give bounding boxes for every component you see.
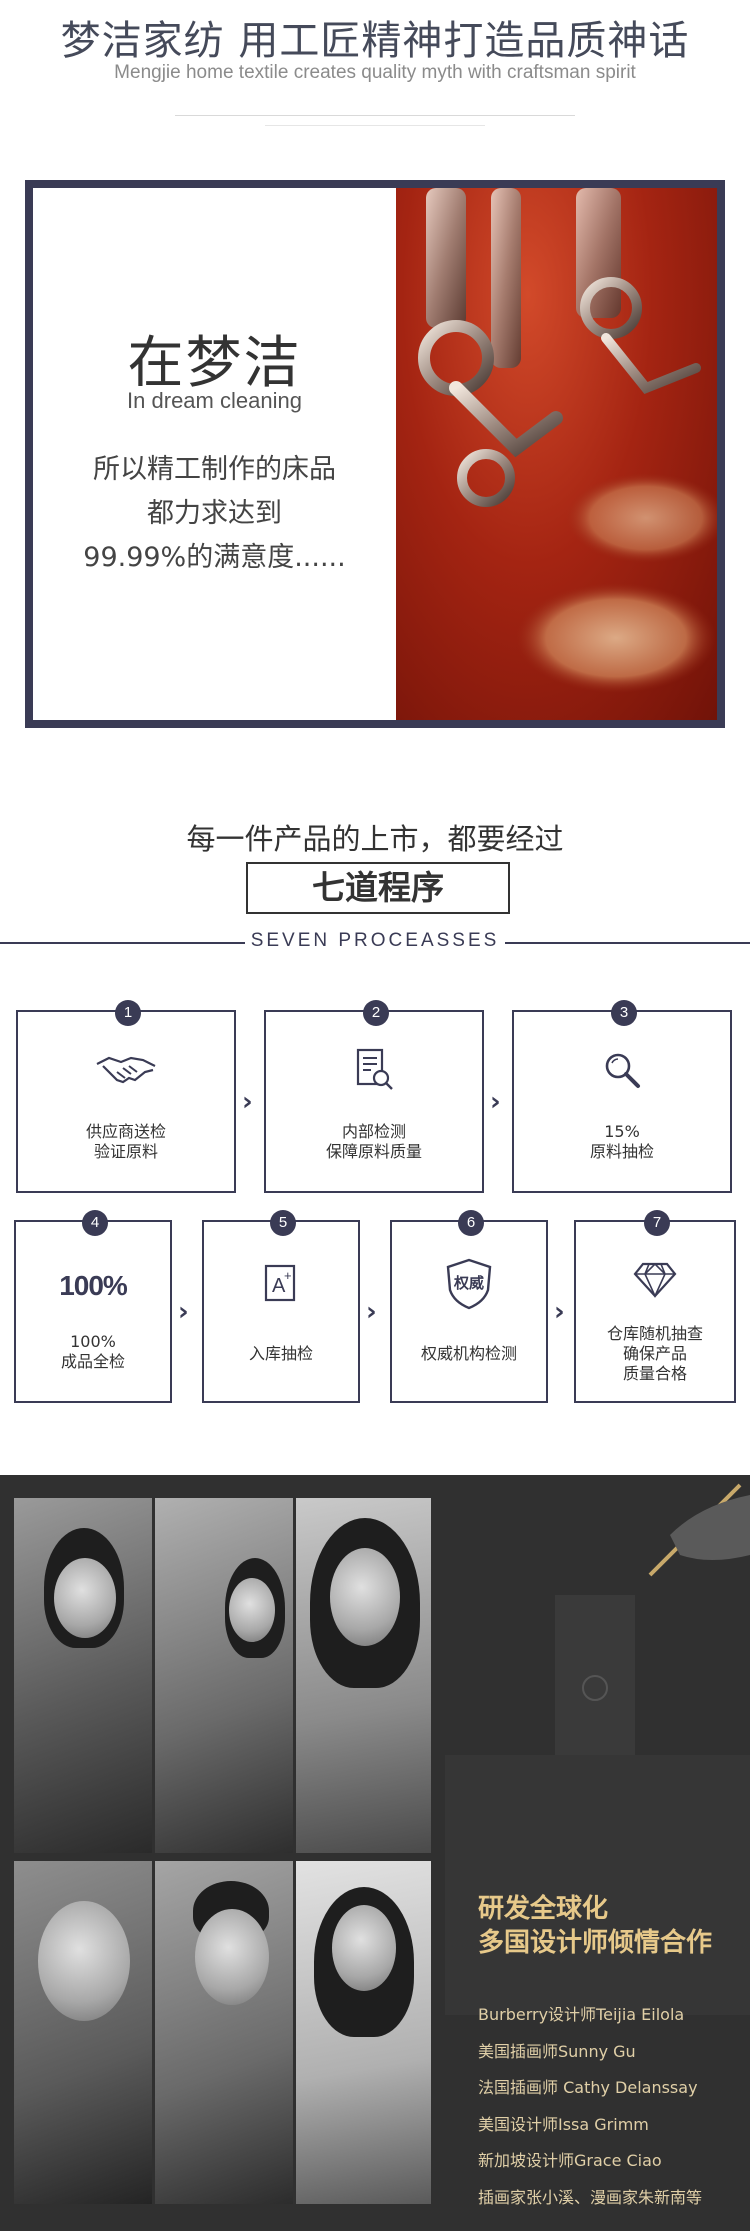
- designer-item: 美国设计师Issa Grimm: [478, 2114, 649, 2134]
- step-number-badge: 7: [644, 1210, 670, 1236]
- processes-lead-text: 每一件产品的上市，都要经过: [186, 822, 564, 856]
- process-label: 供应商送检 验证原料: [18, 1122, 234, 1162]
- designer-item: Burberry设计师Teijia Eilola: [478, 2005, 685, 2024]
- process-label: 仓库随机抽查 确保产品 质量合格: [576, 1324, 734, 1384]
- step-number-badge: 5: [270, 1210, 296, 1236]
- svg-text:A: A: [272, 1275, 286, 1297]
- process-card-5: 5 A + 入库抽检: [202, 1210, 360, 1403]
- process-label-line: 确保产品: [622, 1344, 687, 1363]
- designers-list: Burberry设计师Teijia Eilola 美国插画师Sunny Gu 法…: [478, 1997, 750, 2216]
- process-label: 权威机构检测: [392, 1344, 546, 1364]
- step-number-badge: 1: [115, 1000, 141, 1026]
- chevron-right-icon: ›: [554, 1297, 565, 1327]
- intro-heading: 在梦洁: [127, 331, 302, 396]
- process-label-line: 验证原料: [93, 1142, 158, 1161]
- step-number-badge: 2: [363, 1000, 389, 1026]
- embroidery-machine-photo: [396, 188, 717, 720]
- intro-panel: 在梦洁 In dream cleaning 所以精工制作的床品 都力求达到 99…: [25, 180, 725, 728]
- process-label-line: 权威机构检测: [420, 1344, 517, 1363]
- designers-section: [0, 1475, 750, 2231]
- designer-photo: [155, 1498, 293, 1853]
- designer-item: 法国插画师 Cathy Delanssay: [478, 2078, 698, 2097]
- step-number-badge: 6: [458, 1210, 484, 1236]
- process-label-line: 100%: [70, 1332, 116, 1351]
- process-card-1: 1 供应商送检 验证原料: [16, 1000, 236, 1193]
- step-number-badge: 4: [82, 1210, 108, 1236]
- designers-title-line: 多国设计师倾情合作: [478, 1928, 713, 1958]
- designer-photo: [296, 1498, 431, 1853]
- chevron-right-icon: ›: [366, 1297, 377, 1327]
- process-label: 15% 原料抽检: [514, 1122, 730, 1162]
- designer-photo: [296, 1861, 431, 2204]
- processes-rule-left: [0, 942, 245, 944]
- designer-item: 插画家张小溪、漫画家朱新南等: [478, 2187, 703, 2207]
- process-label: 入库抽检: [204, 1344, 358, 1364]
- processes-title: 七道程序: [246, 862, 510, 914]
- intro-line: 都力求达到: [147, 498, 282, 529]
- clock-face-icon: [582, 1675, 608, 1701]
- intro-body: 所以精工制作的床品 都力求达到 99.99%的满意度......: [33, 448, 396, 580]
- header-divider-short: [265, 125, 485, 126]
- page-subtitle: Mengjie home textile creates quality myt…: [114, 62, 636, 83]
- designers-title: 研发全球化 多国设计师倾情合作: [478, 1892, 748, 1960]
- process-card-4: 4 100% 100% 成品全检: [14, 1210, 172, 1403]
- document-search-icon: [266, 1048, 482, 1096]
- designers-title-line: 研发全球化: [478, 1894, 609, 1924]
- a-plus-document-icon: A +: [204, 1262, 358, 1308]
- process-card-6: 6 权威 权威机构检测: [390, 1210, 548, 1403]
- handshake-icon: [18, 1050, 234, 1094]
- page-header: 梦洁家纺 用工匠精神打造品质神话 Mengjie home textile cr…: [0, 0, 750, 150]
- process-card-7: 7 仓库随机抽查 确保产品 质量合格: [574, 1210, 736, 1403]
- process-label: 100% 成品全检: [16, 1332, 170, 1372]
- magnifier-icon: [514, 1050, 730, 1094]
- process-card-3: 3 15% 原料抽检: [512, 1000, 732, 1193]
- processes-rule-right: [505, 942, 750, 944]
- process-label-line: 质量合格: [622, 1364, 687, 1383]
- designer-item: 美国插画师Sunny Gu: [478, 2041, 636, 2061]
- process-label-line: 供应商送检: [85, 1122, 166, 1141]
- pencil-hand-illustration: [648, 1483, 750, 1577]
- chevron-right-icon: ›: [178, 1297, 189, 1327]
- intro-heading-en: In dream cleaning: [127, 388, 302, 413]
- process-label-line: 保障原料质量: [325, 1142, 422, 1161]
- svg-text:+: +: [284, 1268, 292, 1283]
- chevron-right-icon: ›: [490, 1087, 501, 1117]
- intro-line: 所以精工制作的床品: [93, 454, 336, 485]
- authority-shield-icon: 权威: [392, 1258, 546, 1310]
- designer-item: 新加坡设计师Grace Ciao: [478, 2151, 662, 2170]
- chevron-right-icon: ›: [242, 1087, 253, 1117]
- process-label-line: 内部检测: [341, 1122, 406, 1141]
- process-label-line: 入库抽检: [248, 1344, 313, 1363]
- process-card-2: 2 内部检测 保障原料质量: [264, 1000, 484, 1193]
- designer-photo: [14, 1861, 152, 2204]
- diamond-icon: [576, 1262, 734, 1302]
- process-label-line: 原料抽检: [589, 1142, 654, 1161]
- designer-photo: [155, 1861, 293, 2204]
- process-label-line: 15%: [604, 1122, 640, 1141]
- process-label: 内部检测 保障原料质量: [266, 1122, 482, 1162]
- designer-photo: [14, 1498, 152, 1853]
- page-title: 梦洁家纺 用工匠精神打造品质神话: [60, 18, 690, 64]
- embroidery-machine-illustration: [418, 188, 717, 693]
- step-number-badge: 3: [611, 1000, 637, 1026]
- header-divider: [175, 115, 575, 116]
- authority-shield-text: 权威: [453, 1274, 484, 1292]
- processes-title-en: SEVEN PROCEASSES: [250, 930, 500, 951]
- intro-line: 99.99%的满意度......: [83, 542, 346, 573]
- process-label-line: 仓库随机抽查: [606, 1324, 703, 1343]
- intro-text-block: 在梦洁 In dream cleaning 所以精工制作的床品 都力求达到 99…: [33, 188, 396, 720]
- process-label-line: 成品全检: [60, 1352, 125, 1371]
- hundred-percent-icon: 100%: [59, 1270, 128, 1301]
- building-silhouette: [445, 1755, 750, 2015]
